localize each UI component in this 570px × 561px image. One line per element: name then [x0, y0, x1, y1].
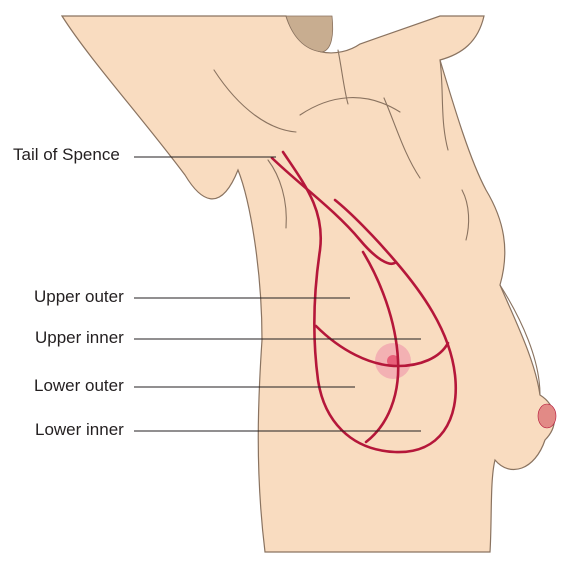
quadrant-lines: [270, 150, 458, 454]
tail-of-spence-label: Tail of Spence: [13, 145, 120, 164]
breast-outline-outer: [281, 150, 458, 454]
axilla-contour: [267, 159, 287, 229]
hair-icon: [285, 15, 334, 53]
torso-silhouette: [60, 15, 555, 553]
chest-contour: [461, 189, 470, 241]
upper-outer-label: Upper outer: [34, 287, 124, 306]
right-nipple-icon: [537, 403, 557, 429]
upper-inner-label: Upper inner: [35, 328, 124, 347]
neck-contour: [337, 49, 349, 105]
nipple-icon: [387, 355, 399, 367]
clavicle-contour: [299, 97, 401, 116]
vertical-divider: [361, 250, 400, 444]
tail-of-spence-line: [270, 156, 398, 265]
shoulder-contour: [439, 59, 449, 151]
right-breast-contour: [499, 284, 541, 396]
lower-inner-label: Lower inner: [35, 420, 124, 439]
armpit-contour: [213, 69, 297, 133]
lower-outer-label: Lower outer: [34, 376, 124, 395]
clavicle-contour-2: [383, 97, 421, 179]
